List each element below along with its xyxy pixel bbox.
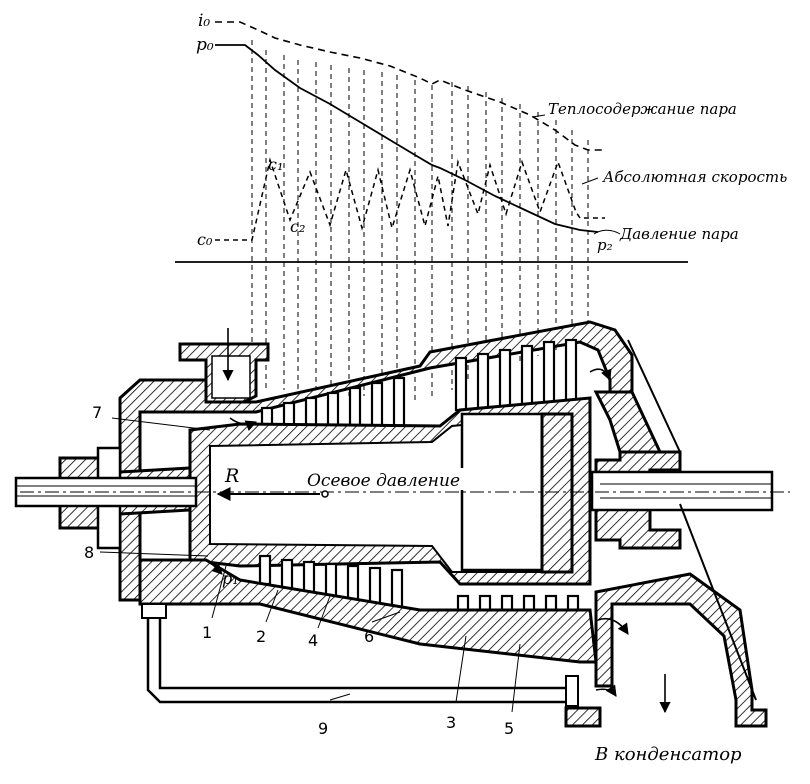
- enthalpy-curve: [215, 21, 605, 151]
- symbol-c2: c₂: [290, 217, 305, 236]
- flow-arrow-lower-exhaust: [597, 618, 629, 635]
- symbol-p0: p₀: [196, 35, 214, 55]
- velocity-leader: [581, 177, 599, 185]
- callout-6: 6: [364, 627, 374, 646]
- stage-divider-lines: [251, 40, 589, 400]
- symbol-c1: c₁: [268, 155, 283, 174]
- callout-8: 8: [84, 543, 94, 562]
- velocity-label: Абсолютная скорость: [602, 168, 787, 186]
- callout-7: 7: [92, 403, 102, 422]
- symbol-p1: p₁: [222, 569, 239, 588]
- callout-9: 9: [318, 719, 328, 738]
- pressure-label: Давление пара: [619, 225, 739, 243]
- pressure-curve: [215, 44, 599, 233]
- turbine-section: R Осевое давление 1 2 3 4 5 6 7 8: [14, 320, 790, 765]
- condenser-label: В конденсатор: [594, 744, 742, 765]
- thrust-label-bg: [305, 468, 485, 490]
- symbol-c0: c₀: [197, 230, 213, 249]
- callout-5: 5: [504, 719, 514, 738]
- symbol-p2: p₂: [597, 236, 613, 254]
- process-chart: Теплосодержание пара Абсолютная скорость…: [175, 11, 787, 400]
- flow-arrow-upper-exhaust: [589, 368, 612, 382]
- axial-thrust-label: Осевое давление: [307, 471, 460, 491]
- callout-2: 2: [256, 627, 266, 646]
- exhaust-hood: [594, 572, 768, 728]
- velocity-curve: [215, 157, 605, 241]
- enthalpy-leader: [531, 114, 546, 118]
- pressure-leader: [593, 229, 621, 235]
- flow-arrow-inlet: [229, 417, 258, 431]
- symbol-R: R: [224, 465, 239, 487]
- flow-arrow-leak: [207, 559, 223, 575]
- shaft-right: [590, 470, 774, 512]
- enthalpy-label: Теплосодержание пара: [548, 100, 737, 118]
- callout-1: 1: [202, 623, 212, 642]
- callout-3: 3: [446, 713, 456, 732]
- symbol-i0: i₀: [198, 11, 210, 31]
- callout-4: 4: [308, 631, 318, 650]
- callout-leaders: [99, 417, 521, 713]
- flow-arrow-pipe: [595, 684, 617, 697]
